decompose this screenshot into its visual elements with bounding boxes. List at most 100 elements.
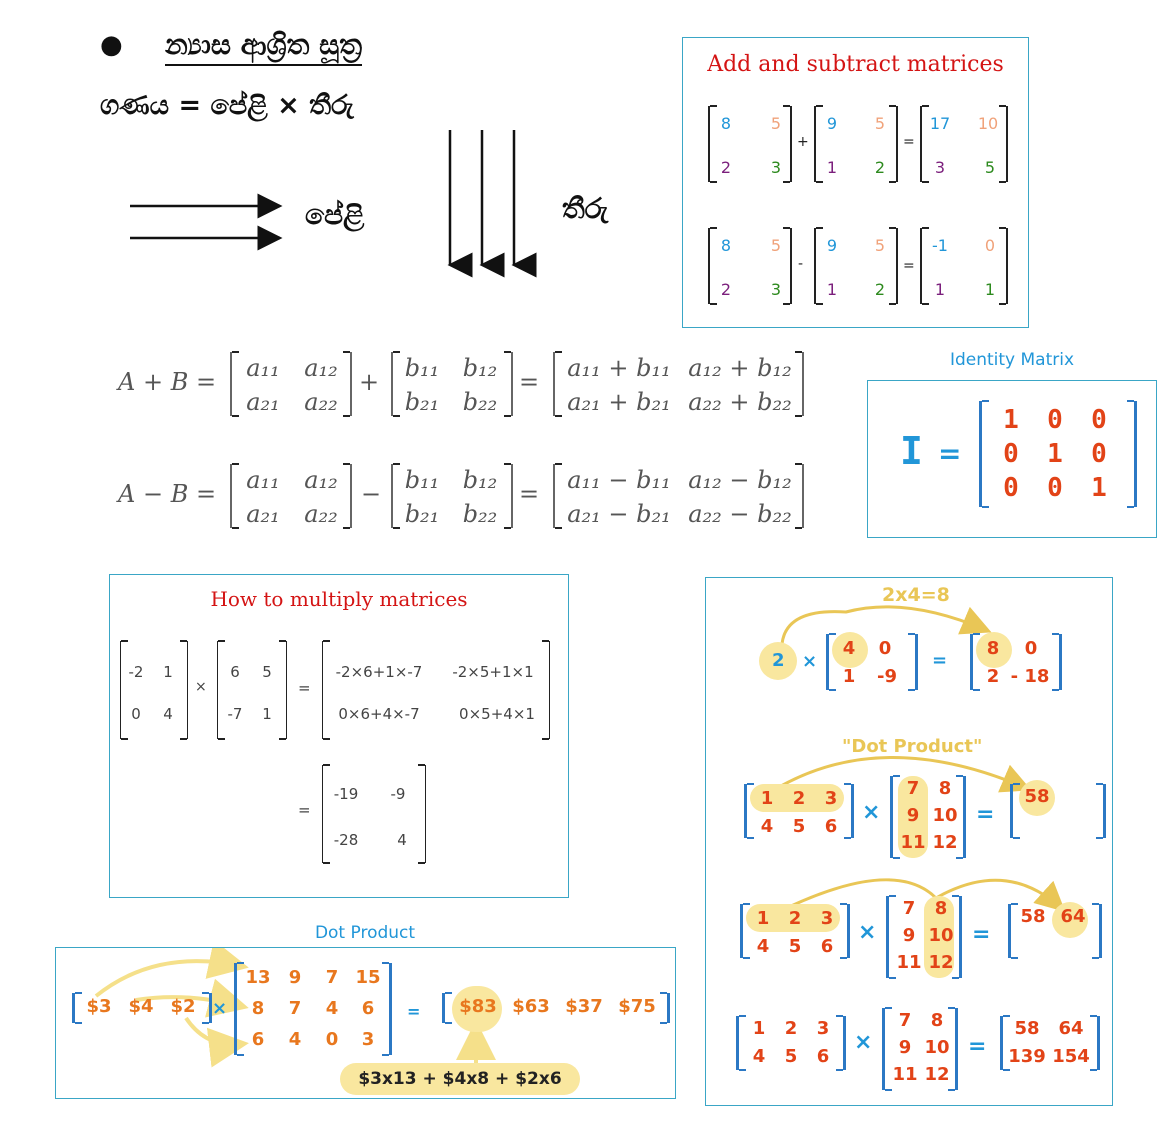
identity-symbol: I (900, 429, 923, 473)
matrix-a: a₁₁ a₁₂ a₂₁ a₂₂ (230, 463, 352, 529)
highlight (898, 776, 928, 858)
matrix-cell: 9 (826, 114, 838, 133)
rows-label: පේළි (305, 198, 365, 231)
matrix-cell: 1 (760, 788, 774, 809)
matrix-cell: 139 (1008, 1046, 1046, 1067)
matrix-cell: 9 (898, 1037, 912, 1058)
times-sign: × (802, 651, 818, 672)
highlight (759, 642, 797, 680)
matrix-cell: 4 (756, 936, 770, 957)
minus-sign: - (798, 256, 804, 272)
matrix-cell: 7 (288, 998, 302, 1019)
times-sign: × (195, 679, 207, 695)
matrix-cell: -1 (932, 236, 948, 255)
scalar-value: 2 (772, 650, 785, 671)
matrix-cell: a₁₂ (304, 466, 338, 494)
equals-sign: = (972, 922, 991, 947)
matrix-cell: 4 (325, 998, 339, 1019)
matrix-cell: 10 (928, 925, 954, 946)
matrix-cell: 5 (788, 936, 802, 957)
matrix-cell: 0 (1091, 405, 1107, 435)
matrix-cell: 3 (824, 788, 838, 809)
multiply-title: How to multiply matrices (210, 587, 468, 611)
matrix-cell: 13 (245, 967, 271, 988)
matrix-b: 7 8 9 10 11 12 (890, 775, 966, 859)
matrix-cell: 2 (720, 158, 732, 177)
equals-sign: = (519, 480, 540, 508)
add-matrix-b: 9 5 1 2 (814, 105, 898, 183)
highlight (832, 632, 868, 668)
times-sign: × (212, 998, 228, 1019)
matrix-cell: a₂₂ + b₂₂ (688, 388, 792, 416)
matrix-cell: 1 (756, 908, 770, 929)
times-sign: × (854, 1030, 873, 1055)
matrix-cell: 17 (929, 114, 951, 133)
vector-cell: $75 (618, 996, 656, 1017)
matrix-cell: 0 (1047, 473, 1063, 503)
page-title: න්‍යාස ආශ්‍රිත සූත්‍ර (165, 28, 362, 66)
matrix-cell: 1 (752, 1018, 766, 1039)
matrix-cell: 10 (977, 114, 999, 133)
add-matrix-a: 8 5 2 3 (708, 105, 792, 183)
vector-cell: $37 (565, 996, 603, 1017)
matrix-cell: a₂₁ (246, 388, 280, 416)
matrix-cell: 5 (262, 663, 272, 681)
matrix-cell: 8 (251, 998, 265, 1019)
equals-sign: = (519, 368, 540, 396)
matrix-cell: 1 (934, 280, 946, 299)
matrix-cell: 1 (1091, 473, 1107, 503)
matrix-cell: b₂₂ (462, 388, 498, 416)
matrix-cell: 0 (1003, 473, 1019, 503)
minus-sign: − (361, 480, 382, 508)
matrix-cell: b₂₁ (404, 500, 440, 528)
equals-sign: = (903, 258, 915, 274)
result-matrix: 58 64 139 154 (1000, 1015, 1100, 1071)
matrix-cell: 1 (163, 663, 173, 681)
formula-lhs: A − B = (118, 480, 217, 508)
matrix-cell: 6 (361, 998, 375, 1019)
highlight (976, 632, 1012, 668)
matrix-cell: 5 (792, 816, 806, 837)
matrix-cell: -28 (333, 831, 359, 849)
matrix-cell: -9 (877, 666, 897, 687)
matrix-cell: 3 (820, 908, 834, 929)
matrix-cell: 1 (1047, 439, 1063, 469)
matrix-cell: 7 (898, 1010, 912, 1031)
matrix-cell: 58 (1014, 1018, 1040, 1039)
matrix-cell: 8 (938, 778, 952, 799)
equals-sign: = (932, 650, 948, 671)
matrix-cell: a₁₁ + b₁₁ (567, 354, 671, 382)
columns-arrows-icon (447, 130, 537, 278)
matrix-cell: 10 (924, 1037, 950, 1058)
matrix-cell: 0×6+4×-7 (338, 705, 420, 723)
highlight (746, 904, 840, 932)
dot-price-matrix: 13 9 7 15 8 7 4 6 6 4 0 3 (234, 962, 392, 1056)
matrix-a: 1 2 3 4 5 6 (740, 903, 850, 959)
matrix-a: 1 2 3 4 5 6 (736, 1015, 846, 1071)
times-sign: × (862, 800, 881, 825)
highlight (924, 896, 954, 978)
matrix-cell: 4 (163, 705, 173, 723)
matrix-cell: 4 (842, 638, 856, 659)
matrix-cell: 0 (1091, 439, 1107, 469)
matrix-cell: 3 (361, 1029, 375, 1050)
columns-label: තීරු (562, 192, 609, 225)
sub-matrix-result: -1 0 1 1 (920, 227, 1008, 305)
add-matrix-result: 17 10 3 5 (920, 105, 1008, 183)
matrix-cell: b₂₂ (462, 500, 498, 528)
difference-matrix: a₁₁ − b₁₁ a₁₂ − b₁₂ a₂₁ − b₂₁ a₂₂ − b₂₂ (553, 463, 804, 529)
matrix-cell: 12 (924, 1064, 950, 1085)
matrix-cell: 3 (934, 158, 946, 177)
identity-panel: I = 1 0 0 0 1 0 0 0 1 (867, 380, 1157, 538)
dot-caption: $3x13 + $4x8 + $2x6 (340, 1063, 580, 1095)
equals-sign: = (407, 1002, 421, 1021)
matrix-cell: 9 (826, 236, 838, 255)
matrix-cell: 1 (984, 280, 996, 299)
visual-multiply-panel: 2x4=8 2 × 4 0 1 -9 = 8 0 2 - 18 "Dot Pro… (705, 577, 1113, 1106)
bullet: ● (100, 30, 123, 60)
multiply-panel: How to multiply matrices -2 1 0 4 × 6 5 … (109, 574, 569, 898)
dot-product-label: "Dot Product" (842, 736, 983, 757)
matrix-b: b₁₁ b₁₂ b₂₁ b₂₂ (391, 463, 513, 529)
scalar-matrix: 4 0 1 -9 (826, 633, 918, 691)
matrix-cell: b₁₂ (462, 354, 498, 382)
